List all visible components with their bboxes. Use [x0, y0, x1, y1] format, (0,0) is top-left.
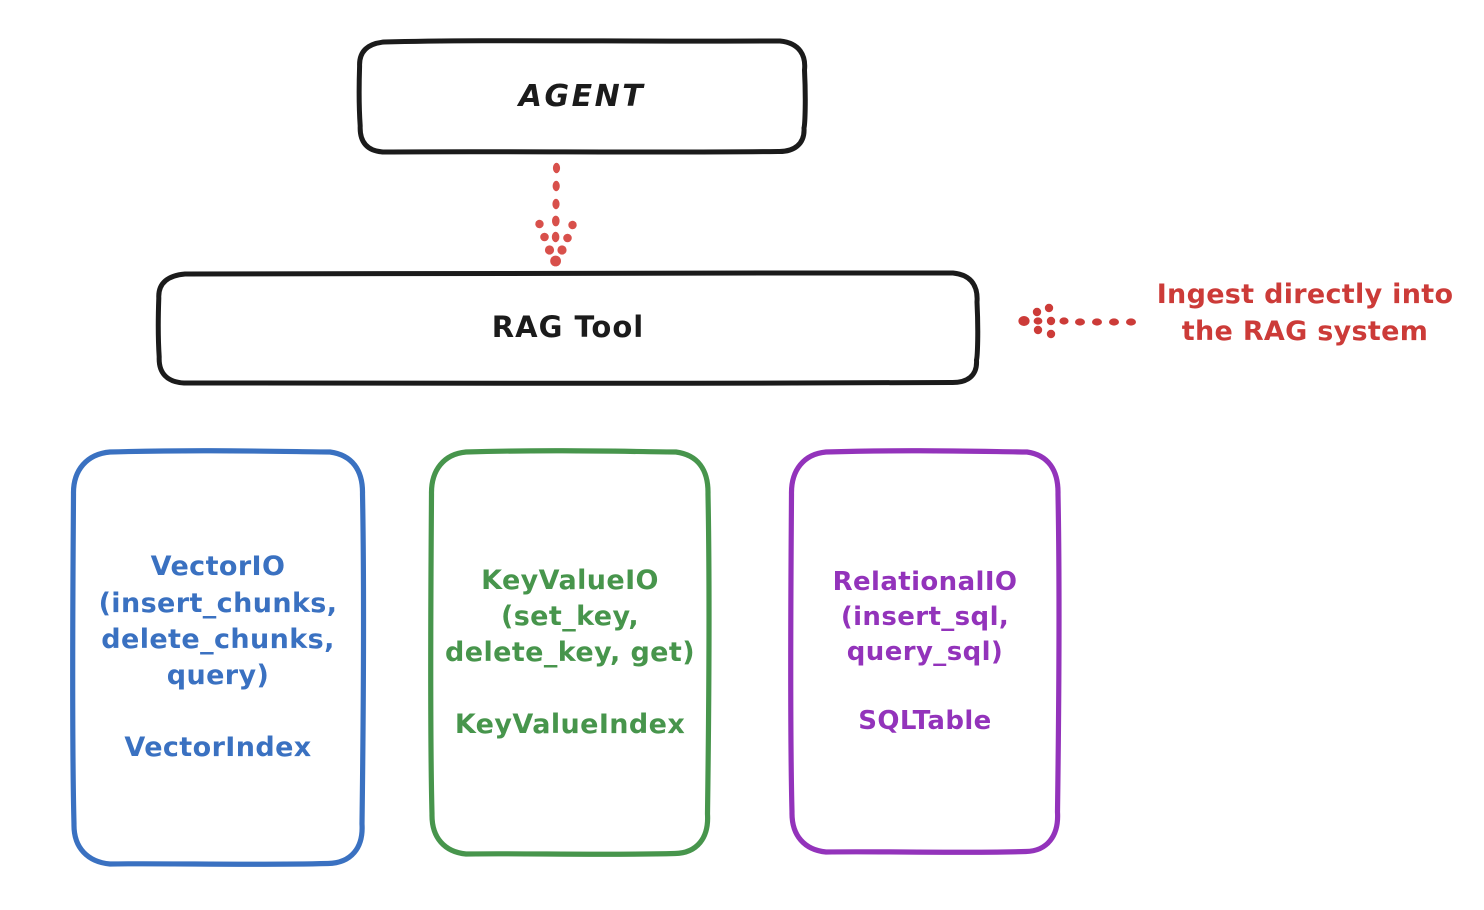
node-vector-io-label: VectorIO (insert_chunks, delete_chunks, … — [98, 551, 338, 764]
dotted-arrow-left-icon — [1018, 303, 1136, 339]
node-vector-io[interactable]: VectorIO (insert_chunks, delete_chunks, … — [68, 448, 368, 868]
node-relational-io-label: RelationalIO (insert_sql, query_sql) SQL… — [832, 566, 1018, 737]
node-agent[interactable]: AGENT — [356, 38, 808, 155]
node-vector-io-outline — [69, 448, 367, 867]
node-rag-tool[interactable]: RAG Tool — [155, 270, 981, 386]
node-rag-tool-outline — [155, 270, 981, 386]
node-agent-outline — [356, 38, 808, 155]
annotation-ingest-note: Ingest directly into the RAG system — [1156, 279, 1454, 348]
node-key-value-io-label: KeyValueIO (set_key, delete_key, get) Ke… — [445, 564, 695, 741]
node-relational-io[interactable]: RelationalIO (insert_sql, query_sql) SQL… — [786, 448, 1064, 856]
dotted-arrow-down-icon — [535, 162, 577, 267]
node-relational-io-outline — [788, 448, 1062, 855]
node-key-value-io[interactable]: KeyValueIO (set_key, delete_key, get) Ke… — [426, 448, 714, 858]
node-key-value-io-outline — [428, 448, 712, 857]
node-agent-label: AGENT — [518, 79, 646, 114]
node-rag-tool-label: RAG Tool — [491, 310, 645, 345]
